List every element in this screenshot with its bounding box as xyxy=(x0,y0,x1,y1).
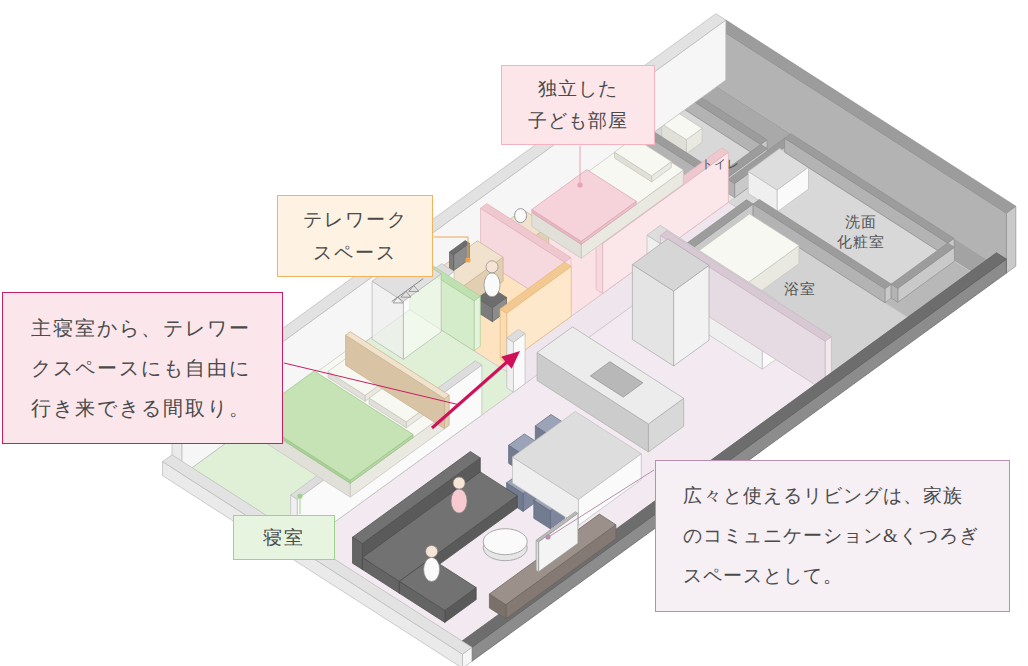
leader-dot xyxy=(545,534,550,539)
person xyxy=(453,477,465,489)
leader-dot xyxy=(577,182,582,187)
partition-wall xyxy=(507,329,525,342)
leader-line xyxy=(284,363,460,405)
person xyxy=(486,261,498,273)
tv xyxy=(536,512,578,542)
room-label: トイレ xyxy=(699,157,741,173)
hanger xyxy=(409,285,419,291)
exterior-wall xyxy=(163,455,472,654)
partition-wall xyxy=(596,239,603,293)
sink xyxy=(590,362,643,397)
person xyxy=(426,545,438,557)
monitor xyxy=(450,252,454,271)
lamp xyxy=(515,209,527,223)
hanger-rod xyxy=(392,279,423,302)
coffee-table xyxy=(483,529,527,555)
callout-text: 寝室 xyxy=(262,524,307,552)
flow-arrow xyxy=(432,362,507,428)
arrow-head xyxy=(501,351,520,369)
bed-cover xyxy=(532,170,637,242)
tv xyxy=(536,540,539,572)
partition-wall xyxy=(513,334,525,393)
dining-table xyxy=(513,411,642,499)
partition-wall xyxy=(474,296,480,351)
person xyxy=(424,557,440,581)
callout-box: テレワーク スペース xyxy=(277,195,433,277)
exterior-wall xyxy=(163,462,463,666)
callout-text: テレワーク スペース xyxy=(301,203,409,269)
headboard xyxy=(346,332,450,399)
headboard xyxy=(346,335,445,429)
callout-box: 広々と使えるリビングは、家族 のコミュニケーション&くつろぎ スペースとして。 xyxy=(655,460,1010,612)
person xyxy=(484,273,500,297)
monitor xyxy=(450,241,470,255)
callout-box: 独立した 子ども部屋 xyxy=(501,65,655,145)
leader-dot xyxy=(465,257,470,262)
callout-text: 主寝室から、テレワー クスペースにも自由に 行き来できる間取り。 xyxy=(31,308,254,428)
partition-wall xyxy=(891,243,954,288)
leader-line xyxy=(434,237,468,258)
partition-wall xyxy=(500,309,507,363)
leader-line xyxy=(580,146,581,183)
kitchen-counter xyxy=(537,327,684,424)
person xyxy=(451,489,467,513)
callout-text: 広々と使えるリビングは、家族 のコミュニケーション&くつろぎ スペースとして。 xyxy=(683,476,982,596)
hanger xyxy=(401,291,411,297)
callout-text: 独立した 子ども部屋 xyxy=(527,73,630,137)
exterior-wall xyxy=(1006,206,1015,273)
room-label: 浴室 xyxy=(783,280,818,300)
callout-box: 主寝室から、テレワー クスペースにも自由に 行き来できる間取り。 xyxy=(2,292,283,444)
refrigerator xyxy=(632,239,709,291)
leader-dot xyxy=(297,493,302,498)
room-label: 洗面 化粧室 xyxy=(836,213,887,252)
hanger xyxy=(393,297,403,303)
partition-wall xyxy=(500,262,571,313)
leader-line xyxy=(550,470,654,536)
callout-box: 寝室 xyxy=(233,515,335,560)
object-layer xyxy=(163,14,1016,666)
leader-line xyxy=(300,498,301,514)
